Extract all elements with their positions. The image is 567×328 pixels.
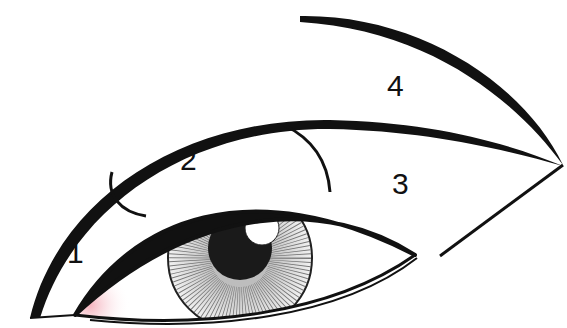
callout-number: 2 <box>180 145 197 175</box>
wing-line <box>440 165 563 256</box>
callout-number: 3 <box>392 169 409 199</box>
eyeball <box>60 170 430 328</box>
upper-lid <box>75 211 415 315</box>
corner-line <box>30 315 75 318</box>
callout-number: 4 <box>387 71 404 101</box>
callout-number: 1 <box>67 238 84 268</box>
inner-crease-left <box>111 172 146 216</box>
lower-lash-line <box>90 258 417 324</box>
brow-line <box>300 16 563 165</box>
lower-lid <box>75 255 415 320</box>
inner-crease-right <box>284 125 330 192</box>
